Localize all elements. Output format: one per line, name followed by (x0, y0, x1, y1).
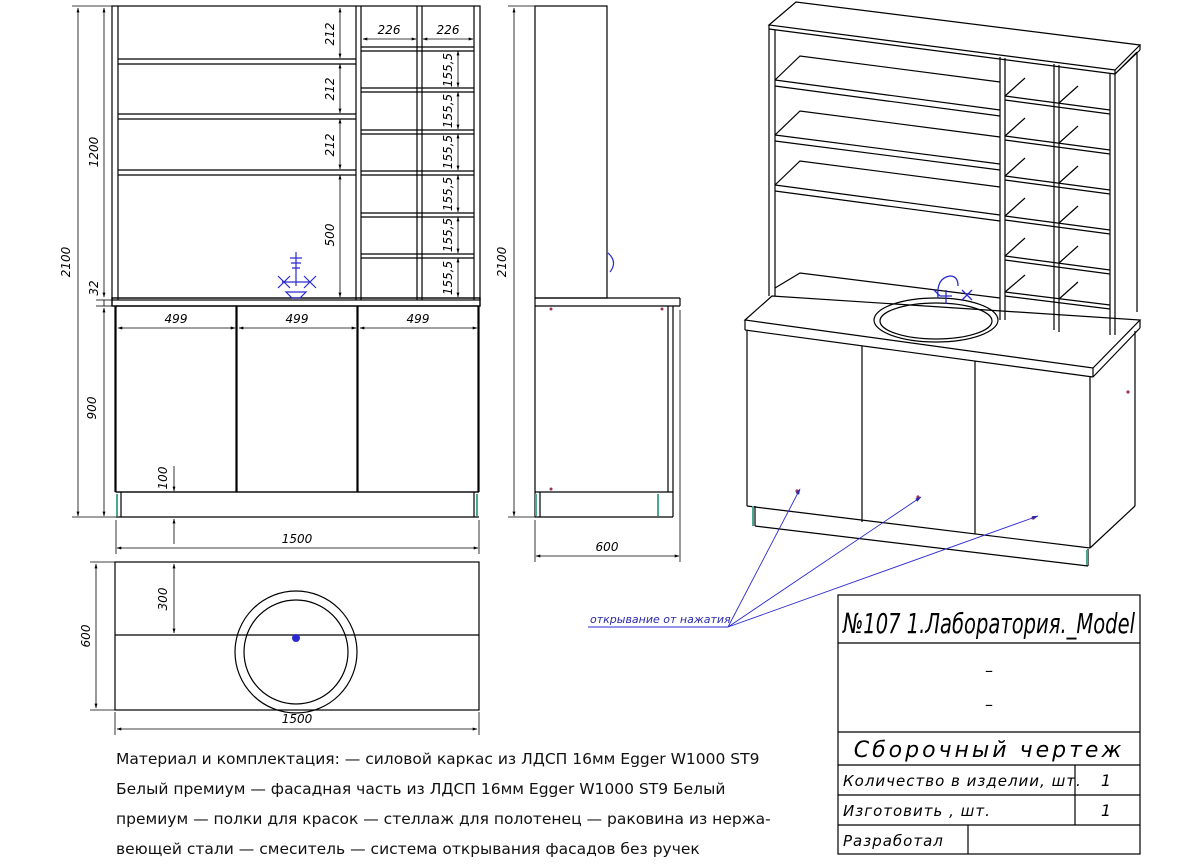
dim-rack-4: 155,5 (441, 177, 455, 211)
title-block (837, 594, 1141, 855)
dim-shelf-1: 212 (323, 23, 337, 46)
dim-plan-upper-depth: 300 (156, 587, 170, 610)
dim-door-3: 499 (407, 312, 430, 326)
material-description: Материал и комплектация: — силовой карка… (116, 750, 771, 858)
title-block-title: №107 1.Лаборатория._Model (842, 607, 1136, 640)
plan-drain-icon (292, 634, 300, 642)
side-view (534, 5, 681, 518)
dim-rack-width-2: 226 (437, 23, 460, 37)
opening-note: открывание от нажатия (590, 613, 731, 626)
title-block-make-label: Изготовить , шт. (843, 802, 991, 820)
title-block-developer-label: Разработал (843, 832, 944, 850)
front-dimensions (72, 5, 480, 554)
dim-door-1: 499 (165, 312, 188, 326)
dim-rack-5: 155,5 (441, 218, 455, 252)
plan-view (114, 561, 480, 714)
isometric-view (743, 1, 1142, 567)
plinth-legs-front (116, 494, 478, 516)
dim-side-depth: 600 (596, 540, 619, 554)
side-details (535, 252, 664, 516)
dim-rack-1: 155,5 (441, 53, 455, 87)
title-block-qty-value: 1 (1101, 771, 1111, 790)
dim-shelf-2: 212 (323, 78, 337, 101)
dim-total-height-side: 2100 (495, 246, 509, 277)
dim-shelf-4: 500 (323, 223, 337, 246)
dim-rack-width-1: 226 (378, 23, 401, 37)
dim-shelf-3: 212 (323, 134, 337, 157)
isometric-details (752, 390, 1130, 565)
dim-upper-height: 1200 (87, 136, 101, 167)
note-arrows (588, 488, 1039, 628)
dim-base-height: 900 (85, 396, 99, 419)
title-block-make-value: 1 (1101, 801, 1111, 820)
title-block-doc-type: Сборочный чертеж (854, 738, 1125, 763)
dim-total-width: 1500 (282, 532, 313, 546)
dim-rack-6: 155,5 (441, 261, 455, 295)
plan-dimensions (90, 561, 480, 735)
title-block-qty-label: Количество в изделии, шт. (843, 772, 1082, 790)
front-view (111, 5, 481, 518)
side-dimensions (508, 5, 681, 562)
dim-plan-width: 1500 (282, 712, 313, 726)
dim-worktop-thickness: 32 (87, 280, 101, 295)
dim-rack-2: 155,5 (441, 94, 455, 128)
front-dimension-labels: 2100 1200 32 900 212 212 212 500 226 226… (59, 23, 460, 546)
dim-door-2: 499 (286, 312, 309, 326)
title-block-dash-1: – (985, 661, 993, 680)
title-block-dash-2: – (985, 695, 993, 714)
dim-plinth-height: 100 (156, 466, 170, 489)
isometric-faucet-icon (933, 275, 973, 304)
dim-total-height-front: 2100 (59, 246, 73, 277)
dim-rack-3: 155,5 (441, 135, 455, 169)
dim-plan-depth: 600 (79, 624, 93, 647)
faucet-icon (277, 252, 317, 299)
